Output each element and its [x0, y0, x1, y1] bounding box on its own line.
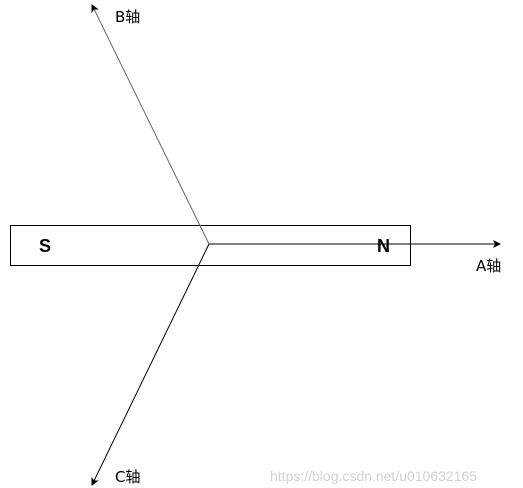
- north-pole-label: N: [377, 236, 390, 256]
- south-pole-label: S: [39, 236, 51, 256]
- a-axis-label: A轴: [476, 257, 501, 275]
- magnet-bar: [10, 225, 411, 266]
- c-axis-label: C轴: [115, 468, 140, 486]
- b-axis-line: [91, 4, 210, 245]
- b-axis-label: B轴: [115, 8, 140, 26]
- c-axis-line: [91, 243, 210, 486]
- watermark-text: https://blog.csdn.net/u010632165: [270, 468, 477, 484]
